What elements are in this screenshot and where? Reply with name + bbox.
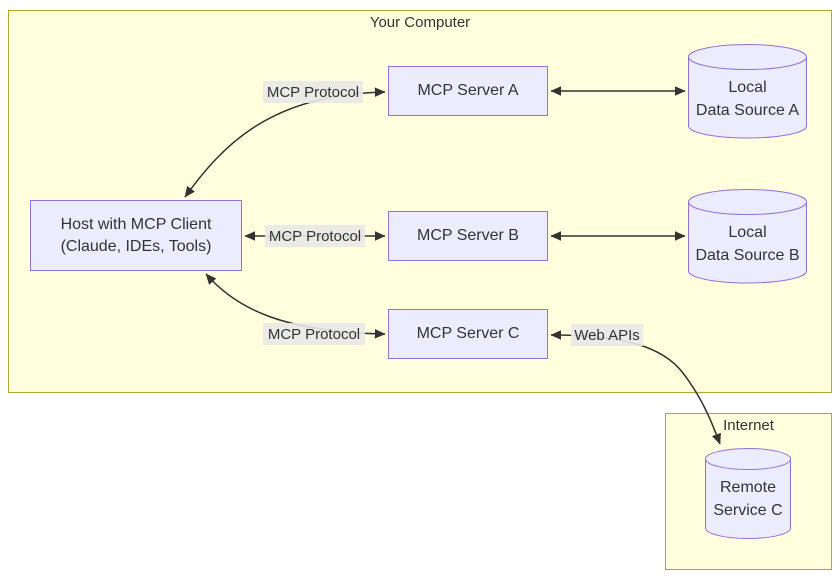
node-host: Host with MCP Client (Claude, IDEs, Tool… xyxy=(30,200,242,271)
node-local-data-source-a: Local Data Source A xyxy=(688,44,807,139)
node-mcp-server-b: MCP Server B xyxy=(388,211,548,261)
data-source-b-line2: Data Source B xyxy=(695,246,800,264)
edge-label-web-apis-text: Web APIs xyxy=(574,326,640,344)
node-remote-service-c: Remote Service C xyxy=(705,448,791,539)
data-source-b-line1: Local xyxy=(728,223,767,241)
database-cylinder-icon xyxy=(688,44,807,139)
database-cylinder-icon xyxy=(705,448,791,539)
node-mcp-server-c-label: MCP Server C xyxy=(416,325,520,342)
node-mcp-server-a: MCP Server A xyxy=(388,66,548,116)
data-source-a-line2: Data Source A xyxy=(695,101,800,119)
edge-label-mcp-protocol-a-text: MCP Protocol xyxy=(266,83,360,101)
node-host-line1: Host with MCP Client xyxy=(60,215,212,233)
edge-label-mcp-protocol-c: MCP Protocol xyxy=(263,323,365,345)
edge-label-mcp-protocol-a: MCP Protocol xyxy=(263,81,363,103)
remote-service-c-line2: Service C xyxy=(713,501,783,519)
node-mcp-server-b-label: MCP Server B xyxy=(417,227,519,244)
database-cylinder-icon xyxy=(688,189,807,284)
remote-service-c-line1: Remote xyxy=(719,478,777,496)
node-host-line2: (Claude, IDEs, Tools) xyxy=(60,237,212,255)
node-local-data-source-b: Local Data Source B xyxy=(688,189,807,284)
edge-label-web-apis: Web APIs xyxy=(571,324,643,346)
your-computer-title: Your Computer xyxy=(369,14,471,31)
edge-label-mcp-protocol-b-text: MCP Protocol xyxy=(268,227,362,245)
edge-label-mcp-protocol-c-text: MCP Protocol xyxy=(267,325,361,343)
node-mcp-server-c: MCP Server C xyxy=(388,309,548,359)
data-source-a-line1: Local xyxy=(728,78,767,96)
internet-title: Internet xyxy=(723,417,774,434)
node-mcp-server-a-label: MCP Server A xyxy=(417,82,519,99)
edge-label-mcp-protocol-b: MCP Protocol xyxy=(265,225,365,247)
